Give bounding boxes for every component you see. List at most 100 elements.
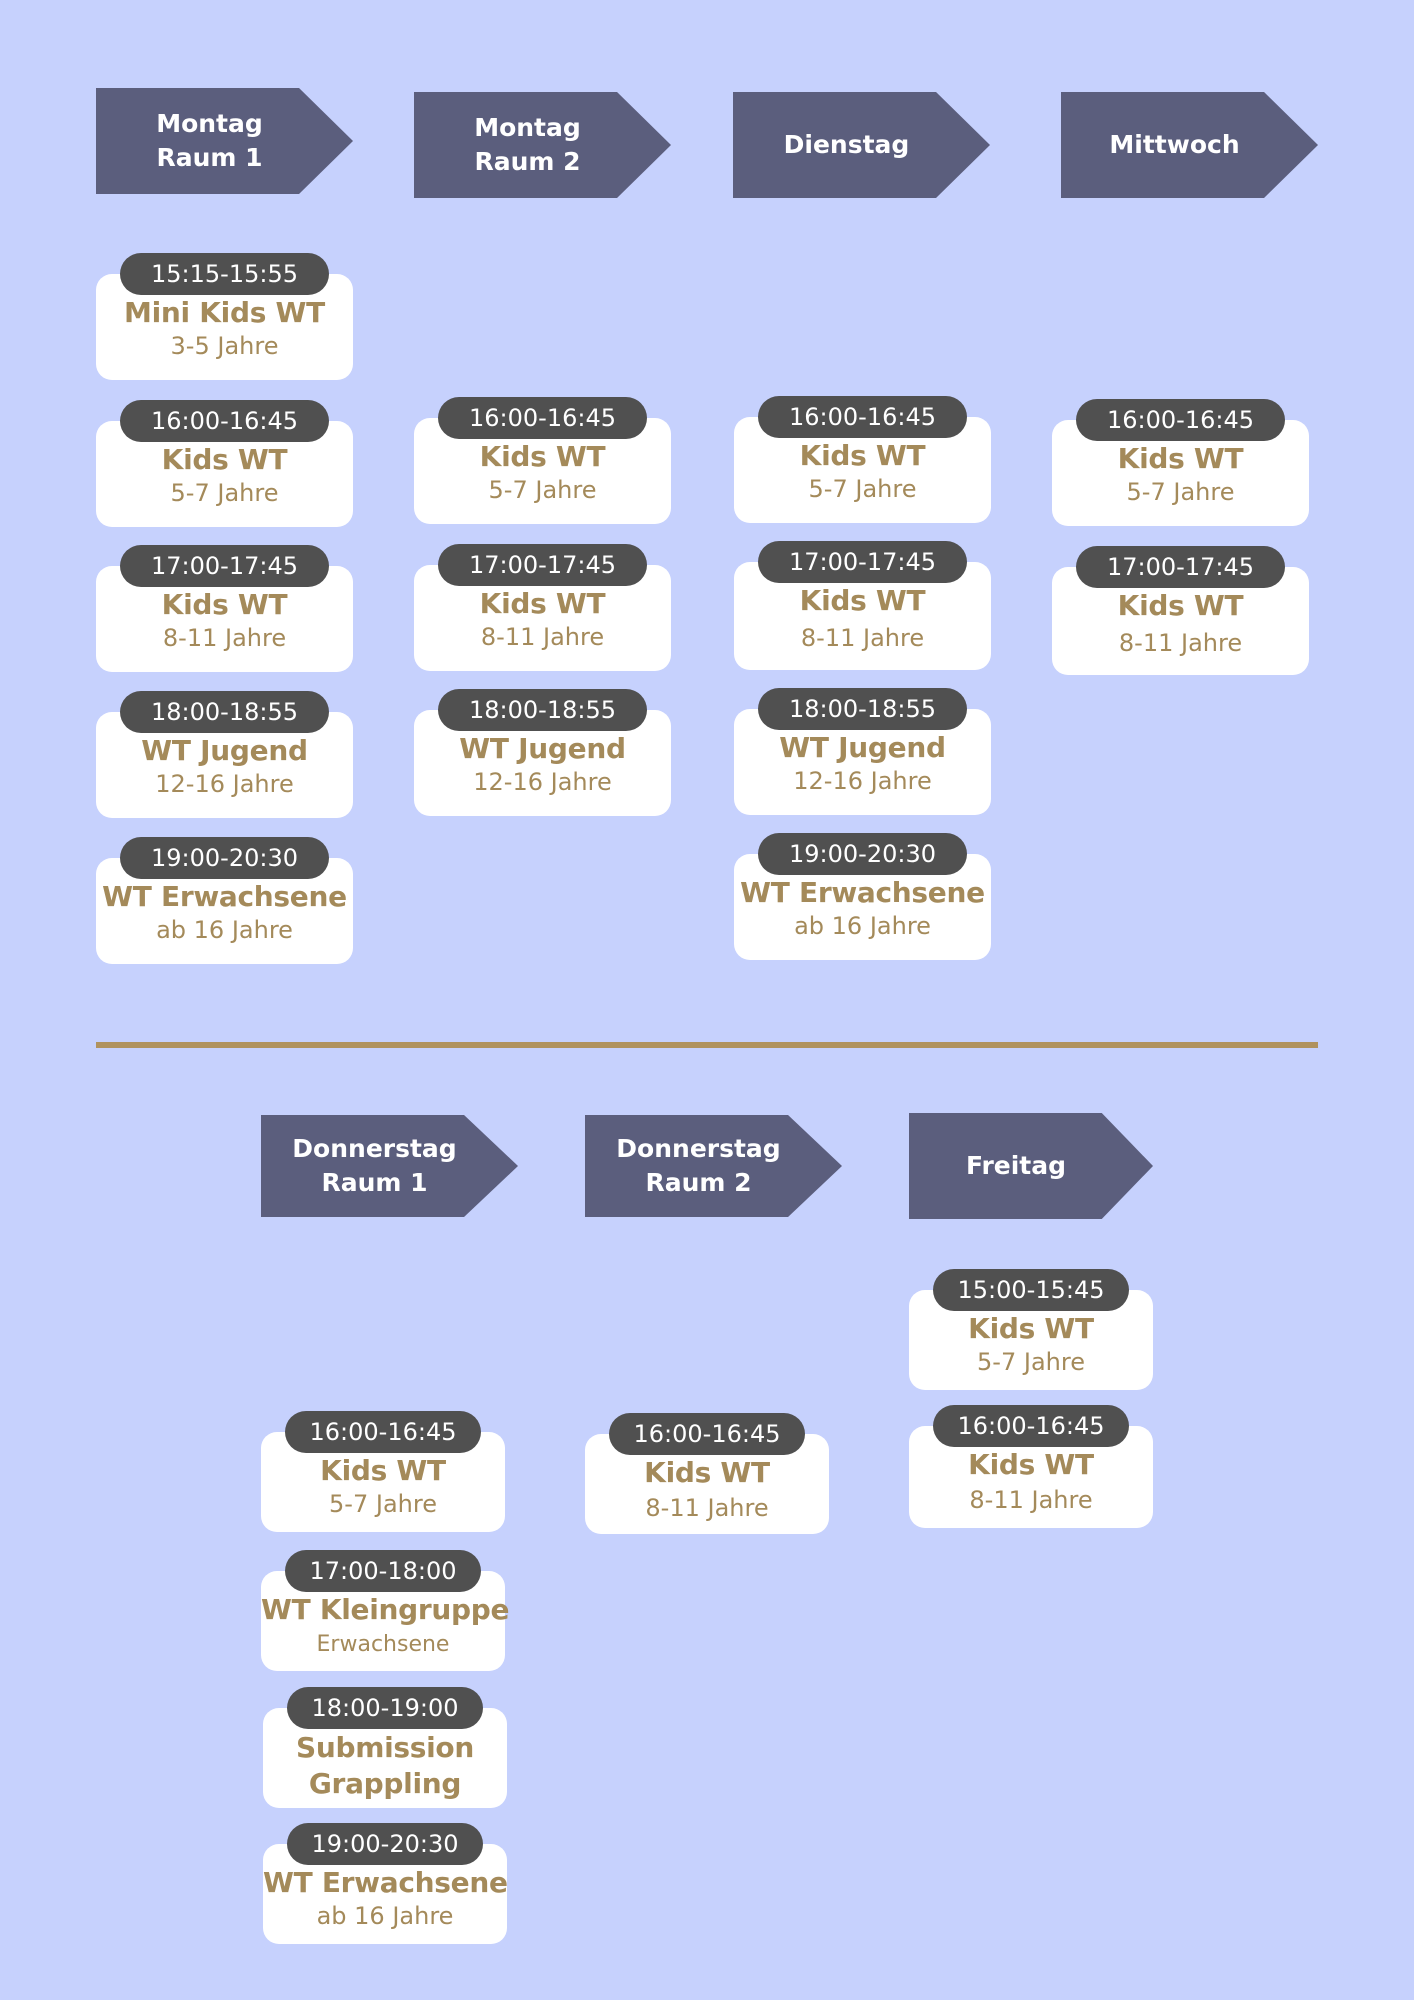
time-pill: 16:00-16:45	[609, 1413, 805, 1455]
class-title: WT Erwachsene	[740, 876, 985, 909]
day-header-dienstag: Dienstag	[733, 92, 990, 198]
class-age-group: 5-7 Jahre	[977, 1348, 1085, 1376]
class-title: Kids WT	[479, 587, 606, 620]
class-title: WT Jugend	[141, 734, 308, 767]
time-pill: 18:00-18:55	[120, 691, 329, 733]
class-age-group: 5-7 Jahre	[808, 475, 917, 503]
class-title: Kids WT	[161, 443, 288, 476]
time-pill: 16:00-16:45	[120, 400, 329, 442]
class-age-group: 8-11 Jahre	[969, 1486, 1093, 1514]
time-pill: 18:00-18:55	[438, 689, 647, 731]
class-age-group: 3-5 Jahre	[170, 332, 279, 360]
day-header-line-1: Donnerstag	[292, 1134, 457, 1163]
class-title: WT Erwachsene	[102, 880, 347, 913]
day-header-line-1: Montag	[156, 109, 263, 138]
class-age-group: 5-7 Jahre	[329, 1490, 437, 1518]
day-header-line-1: Montag	[474, 113, 581, 142]
class-title: Kids WT	[1117, 589, 1244, 622]
class-title: Kids WT	[320, 1454, 446, 1487]
time-pill: 16:00-16:45	[758, 396, 967, 438]
class-card-mittwoch-2: 17:00-17:45 Kids WT 8-11 Jahre	[1052, 546, 1309, 675]
class-age-group: 12-16 Jahre	[793, 767, 932, 795]
time-pill: 17:00-18:00	[285, 1550, 481, 1592]
class-age-group: 12-16 Jahre	[473, 768, 612, 796]
class-age-group: 5-7 Jahre	[488, 476, 597, 504]
class-card-donnerstag-raum-1-4: 19:00-20:30 WT Erwachsene ab 16 Jahre	[263, 1823, 508, 1944]
time-pill: 17:00-17:45	[120, 545, 329, 587]
time-pill: 16:00-16:45	[933, 1405, 1129, 1447]
class-age-group: Erwachsene	[316, 1632, 450, 1657]
time-pill: 15:15-15:55	[120, 253, 329, 295]
class-card-montag-raum-2-2: 17:00-17:45 Kids WT 8-11 Jahre	[414, 544, 671, 671]
class-age-group: 8-11 Jahre	[162, 624, 287, 652]
time-pill: 16:00-16:45	[285, 1411, 481, 1453]
class-card-dienstag-2: 17:00-17:45 Kids WT 8-11 Jahre	[734, 541, 991, 670]
class-card-dienstag-4: 19:00-20:30 WT Erwachsene ab 16 Jahre	[734, 833, 991, 960]
time-pill: 17:00-17:45	[438, 544, 647, 586]
day-header-line-1: Dienstag	[783, 130, 910, 159]
class-title: Kids WT	[799, 439, 926, 472]
class-title: Kids WT	[968, 1448, 1094, 1481]
class-age-group: 8-11 Jahre	[645, 1494, 769, 1522]
class-card-donnerstag-raum-1-2: 17:00-18:00 WT Kleingruppe Erwachsene	[261, 1550, 510, 1671]
class-card-donnerstag-raum-2-1: 16:00-16:45 Kids WT 8-11 Jahre	[585, 1413, 829, 1534]
class-card-donnerstag-raum-1-3: 18:00-19:00 Submission Grappling	[263, 1687, 507, 1808]
time-pill: 17:00-17:45	[1076, 546, 1285, 588]
class-age-group: 12-16 Jahre	[155, 770, 294, 798]
day-header-line-1: Mittwoch	[1109, 130, 1240, 159]
day-header-mittwoch: Mittwoch	[1061, 92, 1318, 198]
class-title: Kids WT	[968, 1312, 1094, 1345]
class-age-group: ab 16 Jahre	[316, 1902, 454, 1930]
class-age-group: ab 16 Jahre	[794, 912, 931, 940]
class-title: Mini Kids WT	[124, 296, 325, 329]
day-header-line-2: Raum 2	[645, 1168, 752, 1197]
class-title: WT Erwachsene	[263, 1866, 508, 1899]
class-card-montag-raum-2-3: 18:00-18:55 WT Jugend 12-16 Jahre	[414, 689, 671, 816]
class-card-dienstag-3: 18:00-18:55 WT Jugend 12-16 Jahre	[734, 688, 991, 815]
class-card-montag-raum-1-1: 15:15-15:55 Mini Kids WT 3-5 Jahre	[96, 253, 353, 380]
class-card-montag-raum-1-3: 17:00-17:45 Kids WT 8-11 Jahre	[96, 545, 353, 672]
class-age-group: ab 16 Jahre	[156, 916, 293, 944]
class-title: Submission Grappling	[295, 1731, 475, 1800]
time-pill: 19:00-20:30	[758, 833, 967, 875]
class-card-freitag-2: 16:00-16:45 Kids WT 8-11 Jahre	[909, 1405, 1153, 1528]
class-card-montag-raum-1-4: 18:00-18:55 WT Jugend 12-16 Jahre	[96, 691, 353, 818]
time-pill: 18:00-18:55	[758, 688, 967, 730]
day-header-line-1: Donnerstag	[616, 1134, 781, 1163]
section-divider	[96, 1042, 1318, 1048]
class-card-montag-raum-2-1: 16:00-16:45 Kids WT 5-7 Jahre	[414, 397, 671, 524]
day-header-line-2: Raum 2	[474, 147, 581, 176]
class-age-group: 8-11 Jahre	[1118, 629, 1243, 657]
class-age-group: 5-7 Jahre	[170, 479, 279, 507]
class-age-group: 5-7 Jahre	[1126, 478, 1235, 506]
time-pill: 16:00-16:45	[1076, 399, 1285, 441]
time-pill: 19:00-20:30	[120, 837, 329, 879]
class-age-group: 8-11 Jahre	[800, 624, 925, 652]
class-title: Kids WT	[1117, 442, 1244, 475]
day-header-freitag: Freitag	[909, 1113, 1153, 1219]
class-title: Kids WT	[479, 440, 606, 473]
time-pill: 15:00-15:45	[933, 1269, 1129, 1311]
class-card-donnerstag-raum-1-1: 16:00-16:45 Kids WT 5-7 Jahre	[261, 1411, 505, 1532]
class-card-freitag-1: 15:00-15:45 Kids WT 5-7 Jahre	[909, 1269, 1153, 1390]
time-pill: 17:00-17:45	[758, 541, 967, 583]
class-title: Kids WT	[799, 584, 926, 617]
day-header-line-2: Raum 1	[156, 143, 263, 172]
time-pill: 18:00-19:00	[287, 1687, 483, 1729]
time-pill: 16:00-16:45	[438, 397, 647, 439]
class-title: WT Jugend	[459, 732, 626, 765]
class-age-group: 8-11 Jahre	[480, 623, 605, 651]
class-title: Kids WT	[644, 1456, 770, 1489]
class-title: WT Kleingruppe	[261, 1593, 510, 1626]
class-card-montag-raum-1-2: 16:00-16:45 Kids WT 5-7 Jahre	[96, 400, 353, 527]
time-pill: 19:00-20:30	[287, 1823, 483, 1865]
day-header-line-2: Raum 1	[321, 1168, 428, 1197]
class-card-mittwoch-1: 16:00-16:45 Kids WT 5-7 Jahre	[1052, 399, 1309, 526]
class-title: Kids WT	[161, 588, 288, 621]
day-header-line-1: Freitag	[965, 1151, 1067, 1180]
class-card-dienstag-1: 16:00-16:45 Kids WT 5-7 Jahre	[734, 396, 991, 523]
